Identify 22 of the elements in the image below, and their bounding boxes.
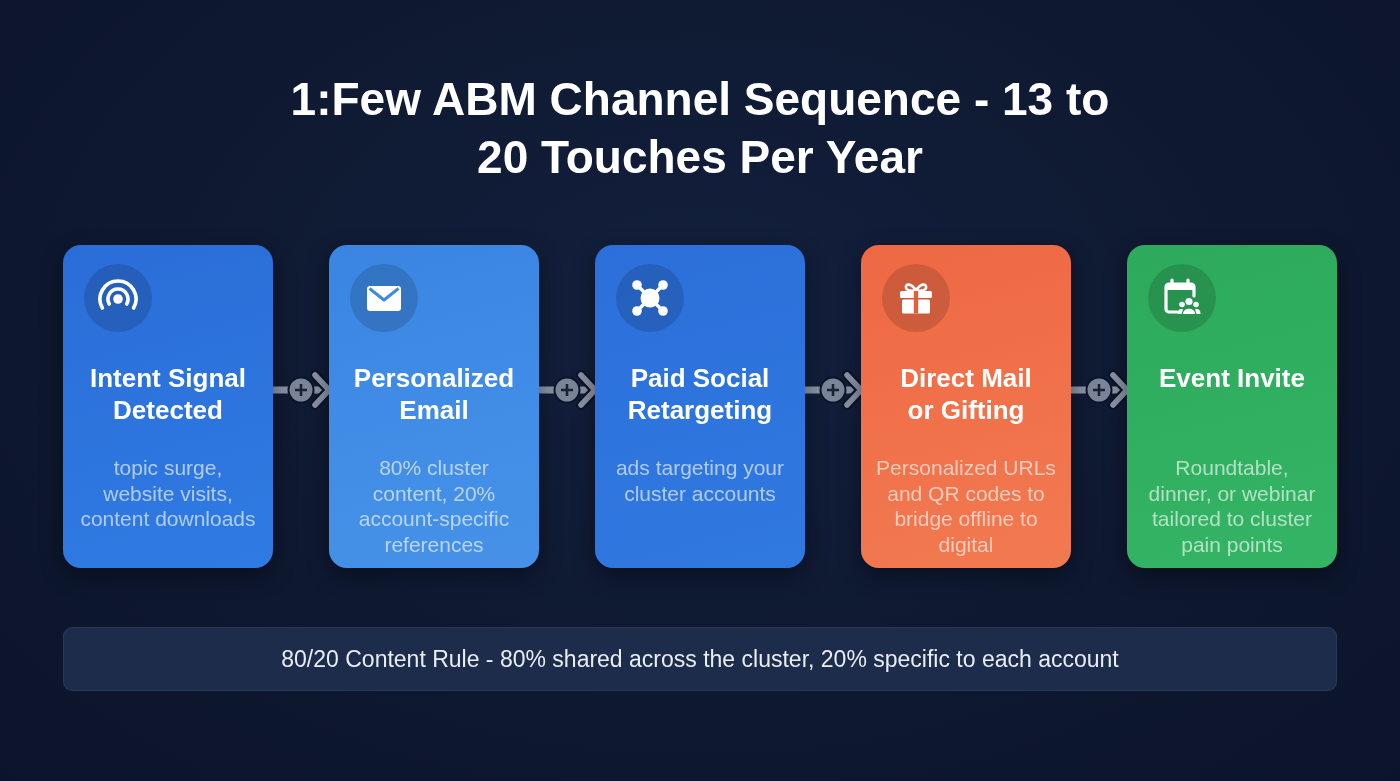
rule-banner bbox=[63, 627, 1337, 691]
arrow bbox=[1071, 370, 1127, 410]
step-description: ads targeting your cluster accounts bbox=[614, 455, 786, 506]
step-card bbox=[1127, 245, 1337, 568]
step-description: 80% cluster content, 20% account-specific references bbox=[357, 455, 511, 557]
arrow bbox=[539, 370, 595, 410]
step-title: Event Invite bbox=[1158, 362, 1306, 394]
step-card bbox=[861, 245, 1071, 568]
step-title: Personalized Email bbox=[352, 362, 516, 426]
step-card bbox=[63, 245, 273, 568]
step-card bbox=[595, 245, 805, 568]
step-title: Intent Signal Detected bbox=[89, 362, 247, 426]
step-description: Personalized URLs and QR codes to bridge offline to digital bbox=[876, 455, 1056, 557]
arrow bbox=[273, 370, 329, 410]
step-description: topic surge, website visits, content downloads bbox=[79, 455, 257, 532]
diagram-title: 1:Few ABM Channel Sequence - 13 to 20 Touches Per Year bbox=[289, 72, 1111, 185]
step-title: Paid Social Retargeting bbox=[626, 362, 774, 426]
arrow bbox=[805, 370, 861, 410]
rule-text: 80/20 Content Rule - 80% shared across the cluster, 20% specific to each account bbox=[281, 645, 1119, 673]
step-title: Direct Mail or Gifting bbox=[899, 362, 1033, 426]
step-description: Roundtable, dinner, or webinar tailored to cluster pain points bbox=[1147, 455, 1317, 557]
step-card bbox=[329, 245, 539, 568]
